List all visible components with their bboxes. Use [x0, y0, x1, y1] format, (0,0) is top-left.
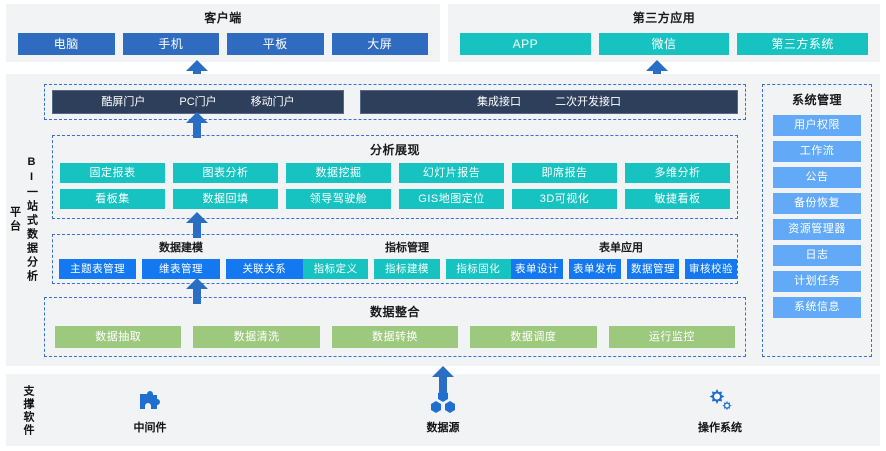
analysis-item-data-backfill[interactable]: 数据回填	[173, 189, 278, 209]
metric-item-modeling[interactable]: 指标建模	[374, 259, 440, 279]
portal-item-mobile[interactable]: 移动门户	[250, 96, 295, 108]
sysmgmt-item-resource-manager[interactable]: 资源管理器	[773, 219, 861, 240]
support-software-label-text: 支撑软件	[22, 385, 34, 437]
system-management-section: 系统管理 用户权限 工作流 公告 备份恢复 资源管理器 日志 计划任务 系统信息	[762, 84, 872, 357]
analysis-item-slide-report[interactable]: 幻灯片报告	[399, 163, 504, 183]
analysis-row-2: 看板集 数据回填 领导驾驶舱 GIS地图定位 3D可视化 敏捷看板	[60, 189, 730, 209]
arrow-analysis-to-portal	[186, 112, 208, 138]
support-item-middleware: 中间件	[90, 386, 210, 435]
modeling-item-relations[interactable]: 关联关系	[225, 259, 303, 279]
form-item-publish[interactable]: 表单发布	[569, 259, 621, 279]
client-item-tablet[interactable]: 平板	[227, 33, 324, 55]
third-party-panel-title: 第三方应用	[632, 11, 696, 25]
analysis-item-multidim[interactable]: 多维分析	[625, 163, 730, 183]
platform-side-label: BI一站式数据分析 平台	[8, 100, 38, 340]
sysmgmt-item-scheduled-task[interactable]: 计划任务	[773, 271, 861, 292]
integration-item-schedule[interactable]: 数据调度	[470, 326, 597, 348]
analysis-section-title: 分析展现	[369, 143, 420, 157]
metric-item-solidify[interactable]: 指标固化	[445, 259, 511, 279]
sysmgmt-item-user-permission[interactable]: 用户权限	[773, 115, 861, 136]
form-item-audit[interactable]: 审核校验	[685, 259, 737, 279]
system-management-items: 用户权限 工作流 公告 备份恢复 资源管理器 日志 计划任务 系统信息	[773, 115, 861, 318]
platform-side-label-sub: 平台	[8, 206, 21, 234]
third-party-item-wechat[interactable]: 微信	[598, 33, 730, 55]
client-item-mobile[interactable]: 手机	[122, 33, 219, 55]
integration-items: 数据抽取 数据清洗 数据转换 数据调度 运行监控	[55, 326, 736, 348]
client-item-pc[interactable]: 电脑	[18, 33, 115, 55]
analysis-item-adhoc-report[interactable]: 即席报告	[512, 163, 617, 183]
analysis-section: 分析展现 固定报表 图表分析 数据挖掘 幻灯片报告 即席报告 多维分析 看板集 …	[52, 135, 738, 219]
form-item-data-mgmt[interactable]: 数据管理	[627, 259, 679, 279]
integration-section-title: 数据整合	[369, 305, 420, 319]
support-item-label-middleware: 中间件	[133, 422, 167, 434]
database-nodes-icon	[383, 386, 503, 416]
sysmgmt-item-workflow[interactable]: 工作流	[773, 141, 861, 162]
third-party-item-system[interactable]: 第三方系统	[737, 33, 869, 55]
client-item-bigscreen[interactable]: 大屏	[331, 33, 428, 55]
modeling-item-dim-table[interactable]: 维表管理	[142, 259, 220, 279]
analysis-item-chart-analysis[interactable]: 图表分析	[173, 163, 278, 183]
integration-section: 数据整合 数据抽取 数据清洗 数据转换 数据调度 运行监控	[44, 297, 746, 357]
analysis-item-3d-visual[interactable]: 3D可视化	[512, 189, 617, 209]
client-panel-title: 客户端	[204, 11, 242, 25]
modeling-section: 数据建模 主题表管理 维表管理 关联关系 指标管理 指标定义 指标建模 指标固化…	[52, 234, 738, 284]
integration-item-extract[interactable]: 数据抽取	[55, 326, 182, 348]
arrow-datasource-to-platform	[432, 366, 454, 392]
modeling-group-title-form: 表单应用	[599, 242, 643, 254]
system-management-title: 系统管理	[791, 93, 842, 107]
sysmgmt-item-log[interactable]: 日志	[773, 245, 861, 266]
portal-item-coolscreen[interactable]: 酷屏门户	[101, 96, 146, 108]
arrow-modeling-to-analysis	[186, 212, 208, 238]
client-items: 电脑 手机 平板 大屏	[18, 33, 428, 55]
integration-item-transform[interactable]: 数据转换	[331, 326, 459, 348]
analysis-row-1: 固定报表 图表分析 数据挖掘 幻灯片报告 即席报告 多维分析	[60, 163, 730, 183]
portal-item-pc[interactable]: PC门户	[179, 96, 217, 108]
puzzle-piece-icon	[90, 386, 210, 416]
sysmgmt-item-system-info[interactable]: 系统信息	[773, 297, 861, 318]
form-item-design[interactable]: 表单设计	[511, 259, 563, 279]
platform-panel	[6, 74, 880, 366]
analysis-item-dashboard-set[interactable]: 看板集	[60, 189, 165, 209]
third-party-items: APP 微信 第三方系统	[460, 33, 869, 55]
analysis-item-gis-map[interactable]: GIS地图定位	[399, 189, 504, 209]
support-item-datasource: 数据源	[383, 386, 503, 435]
analysis-item-leader-cockpit[interactable]: 领导驾驶舱	[286, 189, 391, 209]
modeling-group-form-application: 表单应用 表单设计 表单发布 数据管理 审核校验	[511, 239, 737, 279]
modeling-group-title-metric: 指标管理	[385, 242, 429, 254]
support-item-os: 操作系统	[660, 386, 780, 435]
modeling-group-title-data-modeling: 数据建模	[159, 242, 203, 254]
portal-item-secondary-dev-api[interactable]: 二次开发接口	[555, 96, 621, 108]
third-party-panel: 第三方应用 APP 微信 第三方系统	[448, 4, 880, 62]
metric-item-definition[interactable]: 指标定义	[303, 259, 369, 279]
analysis-item-fixed-report[interactable]: 固定报表	[60, 163, 165, 183]
sysmgmt-item-announcement[interactable]: 公告	[773, 167, 861, 188]
portal-item-integration-api[interactable]: 集成接口	[477, 96, 521, 108]
support-item-label-datasource: 数据源	[426, 422, 460, 434]
modeling-group-metric-management: 指标管理 指标定义 指标建模 指标固化	[303, 239, 511, 279]
client-panel: 客户端 电脑 手机 平板 大屏	[6, 4, 440, 62]
sysmgmt-item-backup-restore[interactable]: 备份恢复	[773, 193, 861, 214]
analysis-item-agile-board[interactable]: 敏捷看板	[625, 189, 730, 209]
support-item-label-os: 操作系统	[698, 422, 742, 434]
portal-bar-right: 集成接口 二次开发接口	[360, 90, 738, 114]
integration-item-monitor[interactable]: 运行监控	[608, 326, 736, 348]
modeling-item-subject-table[interactable]: 主题表管理	[59, 259, 137, 279]
third-party-item-app[interactable]: APP	[460, 33, 591, 55]
portal-bar-left: 酷屏门户 PC门户 移动门户	[52, 90, 344, 114]
gear-icon	[660, 386, 780, 416]
platform-side-label-main: BI一站式数据分析	[25, 156, 38, 284]
modeling-group-data-modeling: 数据建模 主题表管理 维表管理 关联关系	[59, 239, 303, 279]
analysis-item-data-mining[interactable]: 数据挖掘	[286, 163, 391, 183]
portal-section	[44, 84, 746, 120]
integration-item-cleaning[interactable]: 数据清洗	[193, 326, 320, 348]
support-software-label: 支撑软件	[16, 382, 40, 440]
arrow-integration-to-modeling	[186, 278, 208, 304]
